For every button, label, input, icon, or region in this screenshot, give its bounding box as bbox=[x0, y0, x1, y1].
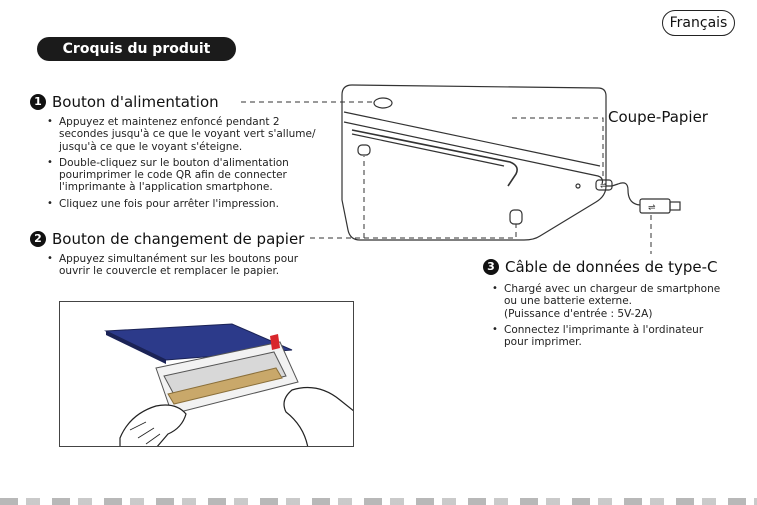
number-badge-3: 3 bbox=[483, 259, 499, 275]
leader-paper-right bbox=[364, 224, 517, 239]
section-usb-cable-label: Câble de données de type-C bbox=[505, 258, 718, 276]
paper-change-instructions: Appuyez simultanément sur les boutons po… bbox=[47, 253, 298, 282]
number-badge-2: 2 bbox=[30, 231, 46, 247]
right-hand bbox=[283, 387, 353, 446]
section-power-button-title: 1 Bouton d'alimentation bbox=[30, 93, 219, 111]
svg-text:⇌: ⇌ bbox=[600, 181, 607, 190]
red-lever bbox=[270, 334, 280, 350]
leader-cutter bbox=[512, 117, 604, 180]
list-item: Appuyez et maintenez enfoncé pendant 2 s… bbox=[47, 116, 316, 153]
list-item: Appuyez simultanément sur les boutons po… bbox=[47, 253, 298, 278]
list-item: Chargé avec un chargeur de smartphone ou… bbox=[492, 283, 720, 320]
right-paper-button bbox=[509, 209, 523, 225]
section-usb-cable-title: 3 Câble de données de type-C bbox=[483, 258, 718, 276]
language-badge: Français bbox=[662, 10, 735, 36]
page-title: Croquis du produit bbox=[37, 37, 236, 61]
paper-slot bbox=[351, 129, 518, 187]
leader-paper-left bbox=[310, 156, 365, 239]
list-item: Connectez l'imprimante à l'ordinateur po… bbox=[492, 324, 720, 349]
printer-lid-edge bbox=[343, 121, 604, 185]
list-item: Cliquez une fois pour arrêter l'impressi… bbox=[47, 198, 316, 211]
printer-body bbox=[341, 84, 607, 241]
footer-strip bbox=[0, 498, 757, 505]
left-hand bbox=[119, 404, 187, 446]
section-paper-change-label: Bouton de changement de papier bbox=[52, 230, 305, 248]
section-paper-change-title: 2 Bouton de changement de papier bbox=[30, 230, 304, 248]
left-paper-button bbox=[357, 144, 371, 156]
paper-replacement-photo bbox=[59, 301, 354, 447]
power-button-instructions: Appuyez et maintenez enfoncé pendant 2 s… bbox=[47, 116, 316, 214]
usb-cable bbox=[606, 182, 641, 206]
usb-c-plug bbox=[595, 179, 613, 191]
power-button-graphic bbox=[373, 97, 393, 109]
cutter-label: Coupe-Papier bbox=[608, 108, 708, 126]
svg-text:⇌: ⇌ bbox=[648, 203, 656, 213]
usb-cable-instructions: Chargé avec un chargeur de smartphone ou… bbox=[492, 283, 720, 352]
section-power-button-label: Bouton d'alimentation bbox=[52, 93, 219, 111]
gold-roller bbox=[167, 367, 283, 405]
list-item: Double-cliquez sur le bouton d'alimentat… bbox=[47, 157, 316, 194]
paper-replacement-illustration bbox=[104, 323, 353, 446]
number-badge-1: 1 bbox=[30, 94, 46, 110]
